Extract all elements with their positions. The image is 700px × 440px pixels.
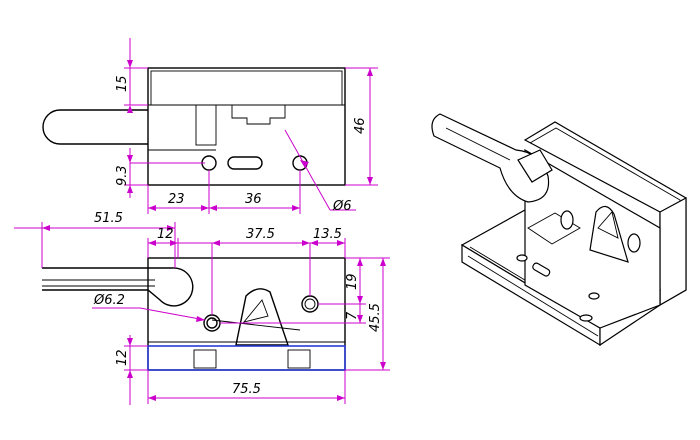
dim-75-5: 75.5 [232,382,261,397]
front-view-slot-right [287,349,311,369]
dim-46: 46 [353,117,368,134]
iso-slot [532,262,551,277]
dim-45-5: 45.5 [368,303,383,332]
dim-dia-6-2: Ø6.2 [93,293,125,308]
top-view-handle-block [195,104,217,146]
dim-15: 15 [115,75,130,92]
dim-12-base: 12 [115,349,130,366]
front-view-slot-left [193,349,217,369]
dim-7: 7 [345,311,360,320]
dim-19: 19 [345,273,360,290]
dim-51-5: 51.5 [94,211,123,226]
iso-latch [589,205,629,263]
isometric-view [431,113,687,347]
dim-37-5: 37.5 [246,227,275,242]
iso-hole-right [627,233,641,253]
front-view-dimensions: 51.5 12 37.5 13.5 Ø6.2 19 [14,211,390,405]
dim-12-handle: 12 [157,227,174,242]
top-view-slot-hole [227,156,263,170]
top-view [42,67,346,186]
dim-dia-6: Ø6 [332,199,352,214]
top-view-inner-band [150,70,343,106]
front-view-base-plate [147,345,346,371]
front-view-hole-right [301,295,319,313]
front-view-body [147,257,346,371]
dim-23: 23 [168,192,185,207]
iso-base-hole-left [516,254,528,262]
top-view-body [147,67,346,186]
top-view-slot [231,105,286,125]
dim-36: 36 [245,192,262,207]
top-view-handle [42,109,148,145]
dim-9-3: 9.3 [115,165,130,186]
front-view-handle [42,267,194,307]
front-view [42,257,346,371]
top-view-dimensions: 15 46 9.3 23 36 Ø6 [115,38,378,214]
iso-base-hole-right [588,292,600,300]
dim-13-5: 13.5 [313,227,342,242]
iso-hole-left [560,210,574,230]
front-view-latch [235,288,289,346]
